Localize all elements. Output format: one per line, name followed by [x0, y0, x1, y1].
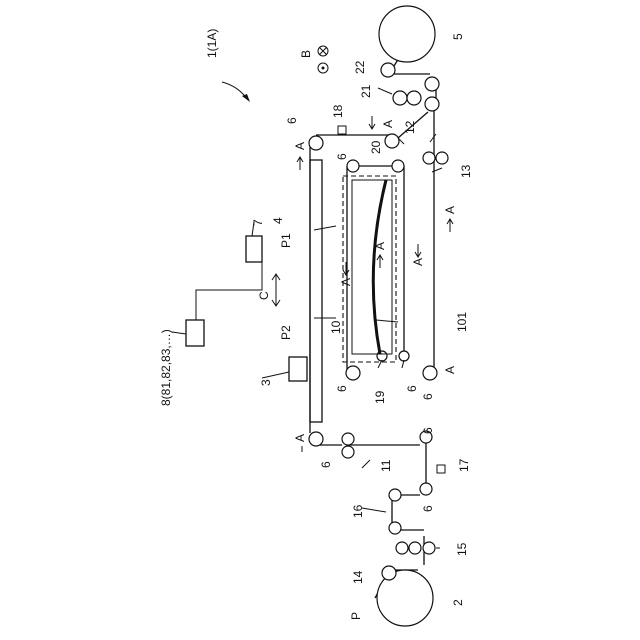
label-A1: A — [293, 142, 307, 150]
label-8: 8(81,82,83,…) — [159, 329, 173, 406]
label-21: 21 — [359, 84, 373, 98]
label-P2: P2 — [279, 325, 293, 340]
label-15: 15 — [455, 542, 469, 556]
label-20: 20 — [369, 140, 383, 154]
label-C: C — [257, 291, 271, 300]
label-A6: A — [411, 258, 425, 266]
label-17: 17 — [457, 458, 471, 472]
components — [186, 126, 445, 473]
web-path — [310, 40, 436, 598]
roller-6-inner-right — [399, 351, 409, 361]
label-7: 7 — [251, 219, 265, 226]
roller-14 — [382, 566, 396, 580]
label-12: 12 — [403, 120, 417, 134]
label-4: 4 — [271, 217, 285, 224]
label-6a: 6 — [285, 117, 299, 124]
arrow-C — [272, 274, 280, 306]
label-11: 11 — [379, 459, 393, 472]
label-16: 16 — [351, 504, 365, 518]
roller-21b — [393, 91, 407, 105]
label-A5: A — [339, 278, 353, 286]
roller-11b — [342, 446, 354, 458]
rolls — [309, 6, 448, 626]
label-6e: 6 — [421, 393, 435, 400]
unit-3 — [289, 357, 307, 381]
label-101: 101 — [455, 312, 469, 332]
roller-12 — [385, 134, 399, 148]
roller-22 — [381, 63, 395, 77]
label-3: 3 — [259, 379, 273, 386]
label-A7: A — [443, 366, 457, 374]
roller-21c — [407, 91, 421, 105]
label-P1: P1 — [279, 233, 293, 248]
roll-5 — [379, 6, 435, 62]
label-A4: A — [373, 242, 387, 250]
label-13: 13 — [459, 164, 473, 178]
roller-6-inner-bottom — [346, 366, 360, 380]
label-6f: 6 — [319, 461, 333, 468]
label-6d: 6 — [405, 385, 419, 392]
direction-B — [318, 46, 328, 73]
roller-6-17-bottom — [420, 483, 432, 495]
label-A3: A — [443, 206, 457, 214]
cable-7-8 — [196, 248, 262, 320]
roller-16a — [389, 489, 401, 501]
roller-6-bottom-right — [423, 366, 437, 380]
label-A8: A — [293, 434, 307, 442]
label-6b: 6 — [335, 153, 349, 160]
label-19: 19 — [373, 390, 387, 404]
label-14: 14 — [351, 570, 365, 584]
sensor-17 — [437, 465, 445, 473]
label-6h: 6 — [421, 505, 435, 512]
label-apparatus: 1(1A) — [205, 29, 219, 58]
roller-15a — [396, 542, 408, 554]
roller-15b — [409, 542, 421, 554]
roller-6-inner-top — [347, 160, 359, 172]
roller-13a — [423, 152, 435, 164]
roller-13b — [436, 152, 448, 164]
box-10 — [343, 176, 396, 362]
label-A2: A — [381, 120, 395, 128]
leaders — [172, 82, 442, 548]
roller-20 — [392, 160, 404, 172]
label-6c: 6 — [335, 385, 349, 392]
chamber-101 — [352, 180, 392, 354]
controller-7 — [246, 236, 262, 262]
label-6g: 6 — [421, 427, 435, 434]
devices-8 — [186, 320, 204, 346]
stage-4 — [310, 160, 322, 422]
roller-21d — [425, 97, 439, 111]
label-P: P — [349, 612, 363, 620]
roller-11a — [342, 433, 354, 445]
roller-21a — [425, 77, 439, 91]
label-22: 22 — [353, 60, 367, 74]
label-5: 5 — [451, 33, 465, 40]
label-18: 18 — [331, 104, 345, 118]
sensor-18 — [338, 126, 346, 134]
label-B: B — [299, 50, 313, 58]
label-10: 10 — [329, 320, 343, 334]
roller-16b — [389, 522, 401, 534]
label-2: 2 — [451, 599, 465, 606]
roller-6-top-left — [309, 136, 323, 150]
roller-15c — [423, 542, 435, 554]
roller-6-bottom-left — [309, 432, 323, 446]
